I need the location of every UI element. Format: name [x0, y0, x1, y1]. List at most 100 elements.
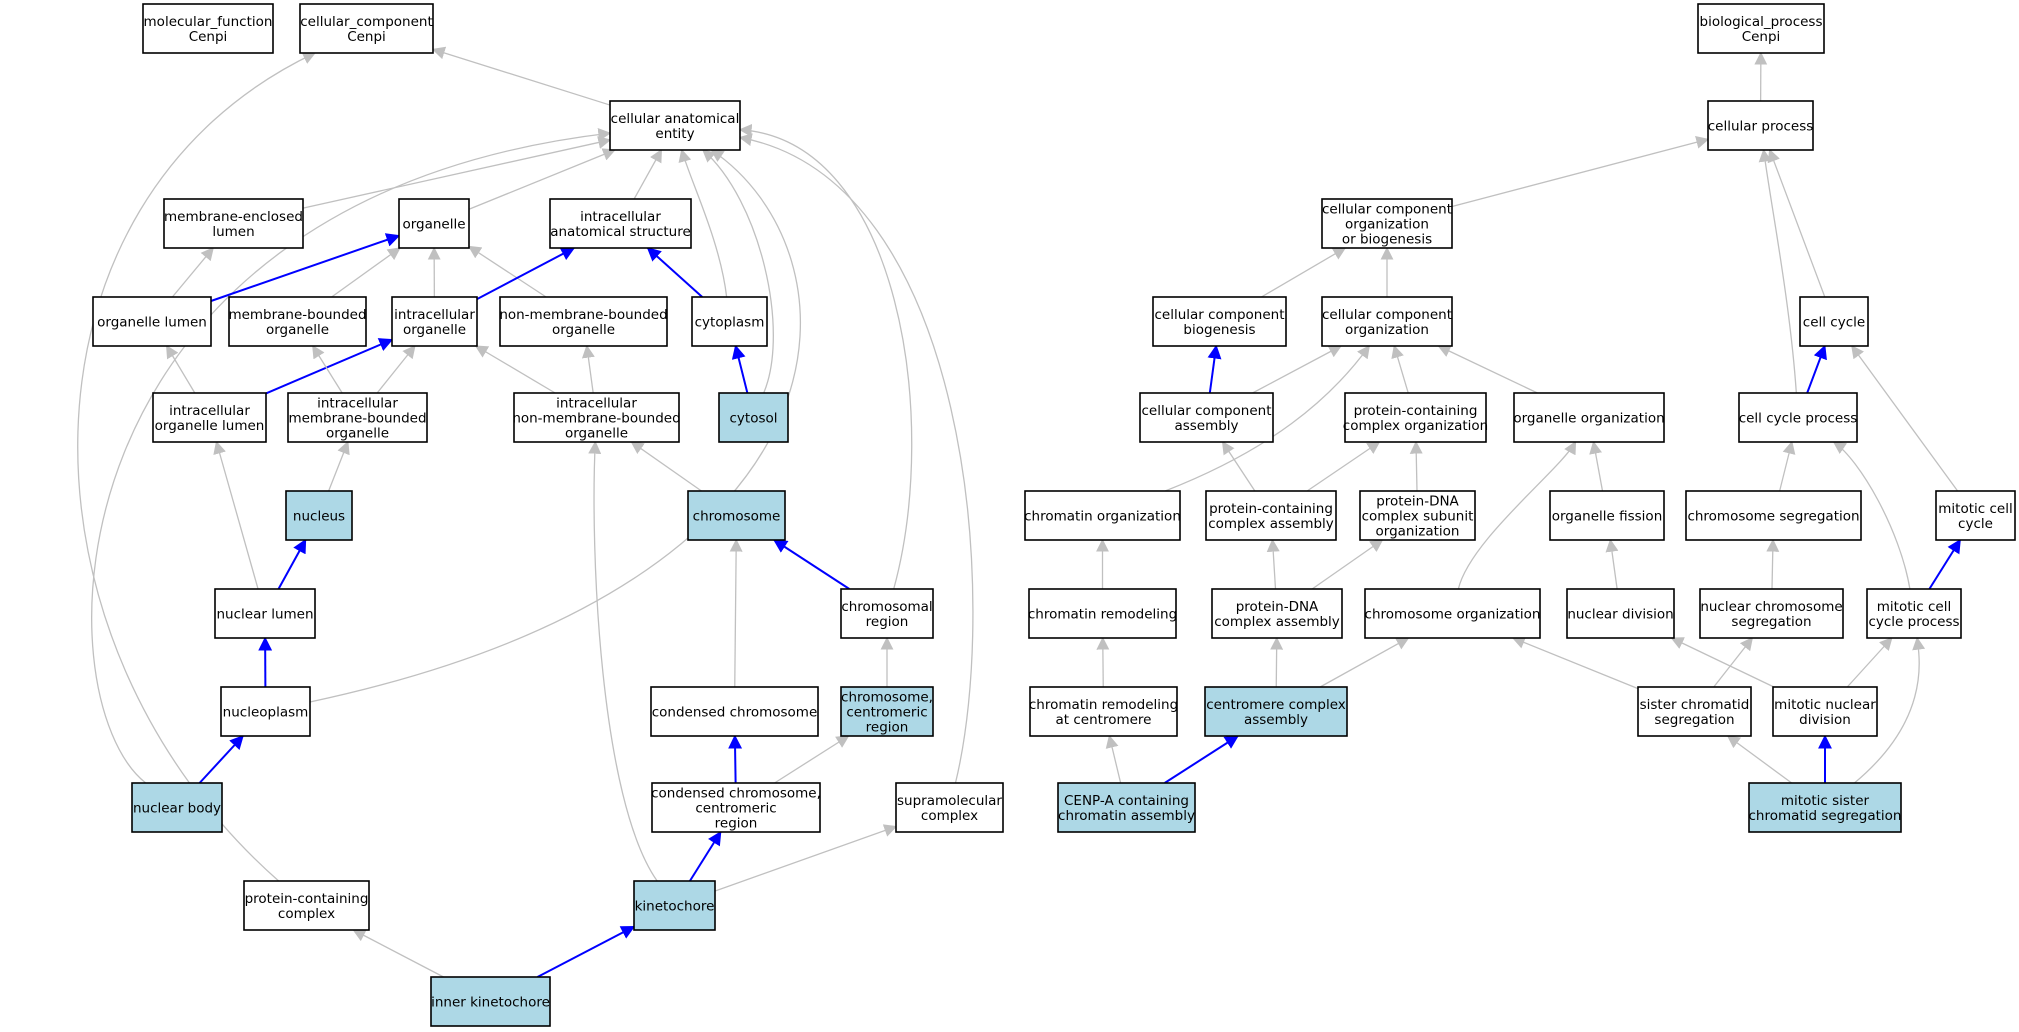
node-box[interactable]	[391, 296, 478, 347]
node-box[interactable]	[513, 392, 680, 443]
node-box[interactable]	[1685, 490, 1862, 541]
node-box[interactable]	[214, 588, 316, 639]
node-condensed_chromosome[interactable]: condensed chromosome	[650, 686, 819, 737]
node-box[interactable]	[287, 392, 428, 443]
node-box[interactable]	[243, 880, 370, 931]
node-box[interactable]	[651, 782, 821, 833]
node-box[interactable]	[1359, 490, 1476, 541]
node-inner_kinetochore[interactable]: inner kinetochore	[430, 976, 551, 1027]
node-chrom_remod[interactable]: chromatin remodeling	[1028, 588, 1177, 639]
node-box[interactable]	[1152, 296, 1287, 347]
node-box[interactable]	[1637, 686, 1752, 737]
node-box[interactable]	[1697, 3, 1825, 54]
node-box[interactable]	[840, 686, 934, 737]
node-box[interactable]	[633, 880, 716, 931]
node-box[interactable]	[718, 392, 789, 443]
node-organelle[interactable]: organelle	[398, 198, 470, 249]
node-nucleus[interactable]: nucleus	[285, 490, 353, 541]
node-box[interactable]	[398, 198, 470, 249]
node-cell_cycle[interactable]: cell cycle	[1799, 296, 1869, 347]
node-chromosome[interactable]: chromosome	[687, 490, 786, 541]
node-box[interactable]	[650, 686, 819, 737]
node-box[interactable]	[1738, 392, 1858, 443]
node-box[interactable]	[142, 3, 274, 54]
node-nucleoplasm[interactable]: nucleoplasm	[220, 686, 311, 737]
node-box[interactable]	[285, 490, 353, 541]
node-box[interactable]	[1057, 782, 1196, 833]
node-box[interactable]	[895, 782, 1004, 833]
node-nuclear_lumen[interactable]: nuclear lumen	[214, 588, 316, 639]
node-box[interactable]	[299, 3, 434, 54]
node-box[interactable]	[1139, 392, 1274, 443]
node-box[interactable]	[1029, 686, 1178, 737]
node-box[interactable]	[687, 490, 786, 541]
node-kinetochore[interactable]: kinetochore	[633, 880, 716, 931]
node-ccp[interactable]: cell cycle process	[1738, 392, 1858, 443]
node-box[interactable]	[152, 392, 267, 443]
node-box[interactable]	[1549, 490, 1665, 541]
node-box[interactable]	[609, 100, 741, 151]
node-box[interactable]	[131, 782, 223, 833]
node-box[interactable]	[1566, 588, 1675, 639]
node-box[interactable]	[1699, 588, 1844, 639]
node-box[interactable]	[1204, 686, 1348, 737]
node-box[interactable]	[1799, 296, 1869, 347]
node-box[interactable]	[1364, 588, 1541, 639]
node-box[interactable]	[691, 296, 768, 347]
node-box[interactable]	[1866, 588, 1962, 639]
node-box[interactable]	[549, 198, 692, 249]
node-box[interactable]	[163, 198, 304, 249]
node-box[interactable]	[1344, 392, 1487, 443]
node-box[interactable]	[220, 686, 311, 737]
node-org_org[interactable]: organelle organization	[1513, 392, 1665, 443]
node-cytosol[interactable]: cytosol	[718, 392, 789, 443]
node-chr_seg[interactable]: chromosome segregation	[1685, 490, 1862, 541]
node-box[interactable]	[430, 976, 551, 1027]
node-org_fission[interactable]: organelle fission	[1549, 490, 1665, 541]
node-box[interactable]	[499, 296, 668, 347]
node-chromo_org[interactable]: chromosome organization	[1364, 588, 1541, 639]
node-box[interactable]	[1772, 686, 1878, 737]
node-box[interactable]	[1321, 296, 1453, 347]
node-box[interactable]	[1321, 198, 1453, 249]
node-box[interactable]	[1024, 490, 1181, 541]
node-box[interactable]	[1205, 490, 1337, 541]
node-chrom_org[interactable]: chromatin organization	[1024, 490, 1181, 541]
node-box[interactable]	[1707, 100, 1814, 151]
node-cytoplasm[interactable]: cytoplasm	[691, 296, 768, 347]
node-box[interactable]	[1211, 588, 1343, 639]
node-inmbo[interactable]: intracellularnon-membrane-boundedorganel…	[512, 392, 681, 443]
node-nuclear_body[interactable]: nuclear body	[131, 782, 223, 833]
